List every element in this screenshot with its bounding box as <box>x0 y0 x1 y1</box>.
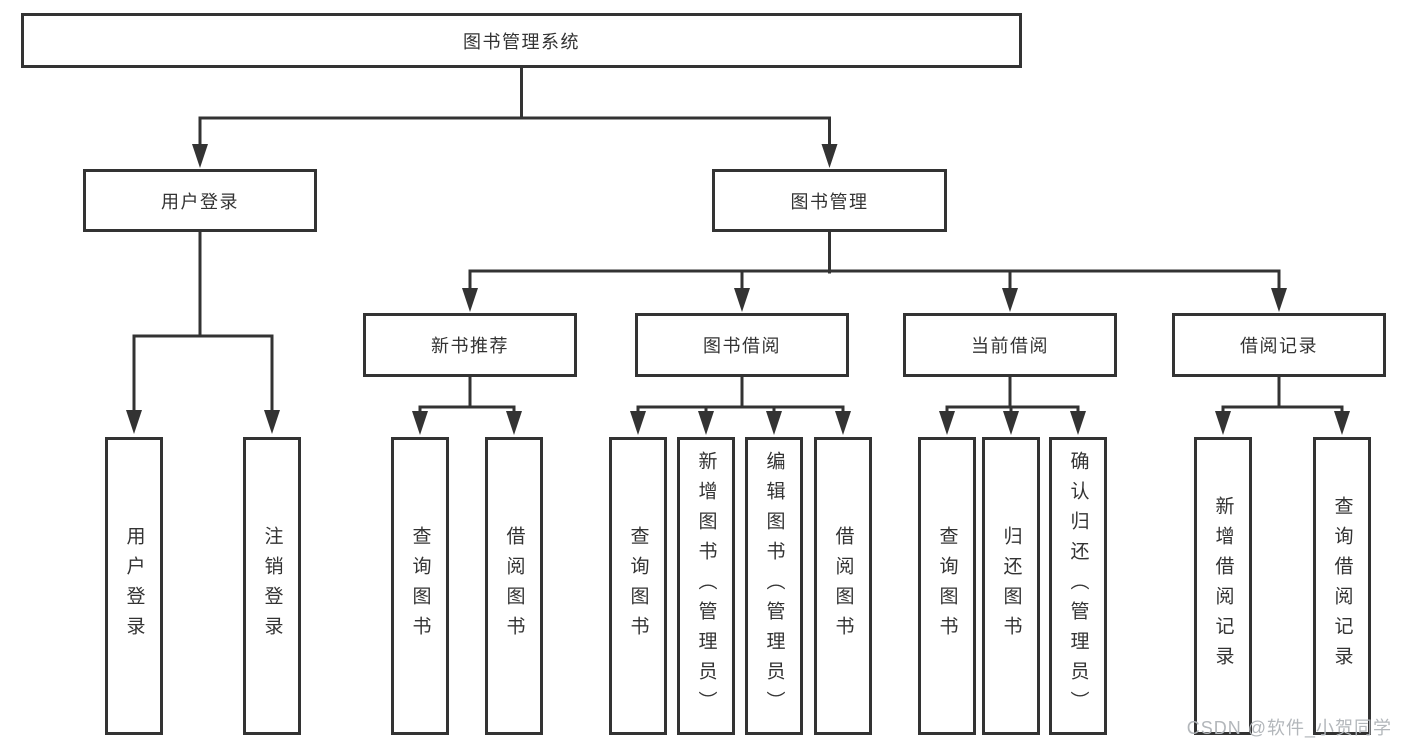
leaf-query-borrow-record: 查询借阅记录 <box>1313 437 1371 735</box>
arrowhead <box>126 410 142 434</box>
leaf-user-login: 用户登录 <box>105 437 163 735</box>
node-current-borrowing: 当前借阅 <box>903 313 1117 377</box>
node-new-book-recommendation: 新书推荐 <box>363 313 577 377</box>
leaf-borrow-books-recommend: 借阅图书 <box>485 437 543 735</box>
arrowhead <box>630 411 646 435</box>
leaf-add-borrow-record: 新增借阅记录 <box>1194 437 1252 735</box>
leaf-logout-login: 注销登录 <box>243 437 301 735</box>
arrowhead <box>506 411 522 435</box>
leaf-edit-books-admin: 编辑图书（管理员） <box>745 437 803 735</box>
arrowhead <box>939 411 955 435</box>
arrowhead <box>1271 288 1287 312</box>
arrowhead <box>734 288 750 312</box>
arrowhead <box>821 144 838 168</box>
leaf-add-books-admin: 新增图书（管理员） <box>677 437 735 735</box>
arrowhead <box>835 411 851 435</box>
arrowhead <box>1002 288 1018 312</box>
node-book-management: 图书管理 <box>712 169 947 232</box>
node-library-management-system: 图书管理系统 <box>21 13 1022 68</box>
leaf-confirm-return-admin: 确认归还（管理员） <box>1049 437 1107 735</box>
leaf-borrow-books-borrowing: 借阅图书 <box>814 437 872 735</box>
arrowhead <box>462 288 478 312</box>
leaf-query-books-borrowing: 查询图书 <box>609 437 667 735</box>
node-book-borrowing: 图书借阅 <box>635 313 849 377</box>
arrowhead <box>1215 411 1231 435</box>
watermark: CSDN @软件_小贺同学 <box>1186 718 1392 738</box>
arrowhead <box>264 410 280 434</box>
arrowhead <box>412 411 428 435</box>
arrowhead <box>192 144 208 168</box>
node-user-login: 用户登录 <box>83 169 317 232</box>
leaf-query-books-current: 查询图书 <box>918 437 976 735</box>
node-borrowing-records: 借阅记录 <box>1172 313 1386 377</box>
arrowhead <box>698 411 714 435</box>
arrowhead <box>1070 411 1086 435</box>
arrowhead <box>1003 411 1019 435</box>
arrowhead <box>766 411 782 435</box>
arrowhead <box>1334 411 1350 435</box>
leaf-return-books: 归还图书 <box>982 437 1040 735</box>
leaf-query-books-recommend: 查询图书 <box>391 437 449 735</box>
